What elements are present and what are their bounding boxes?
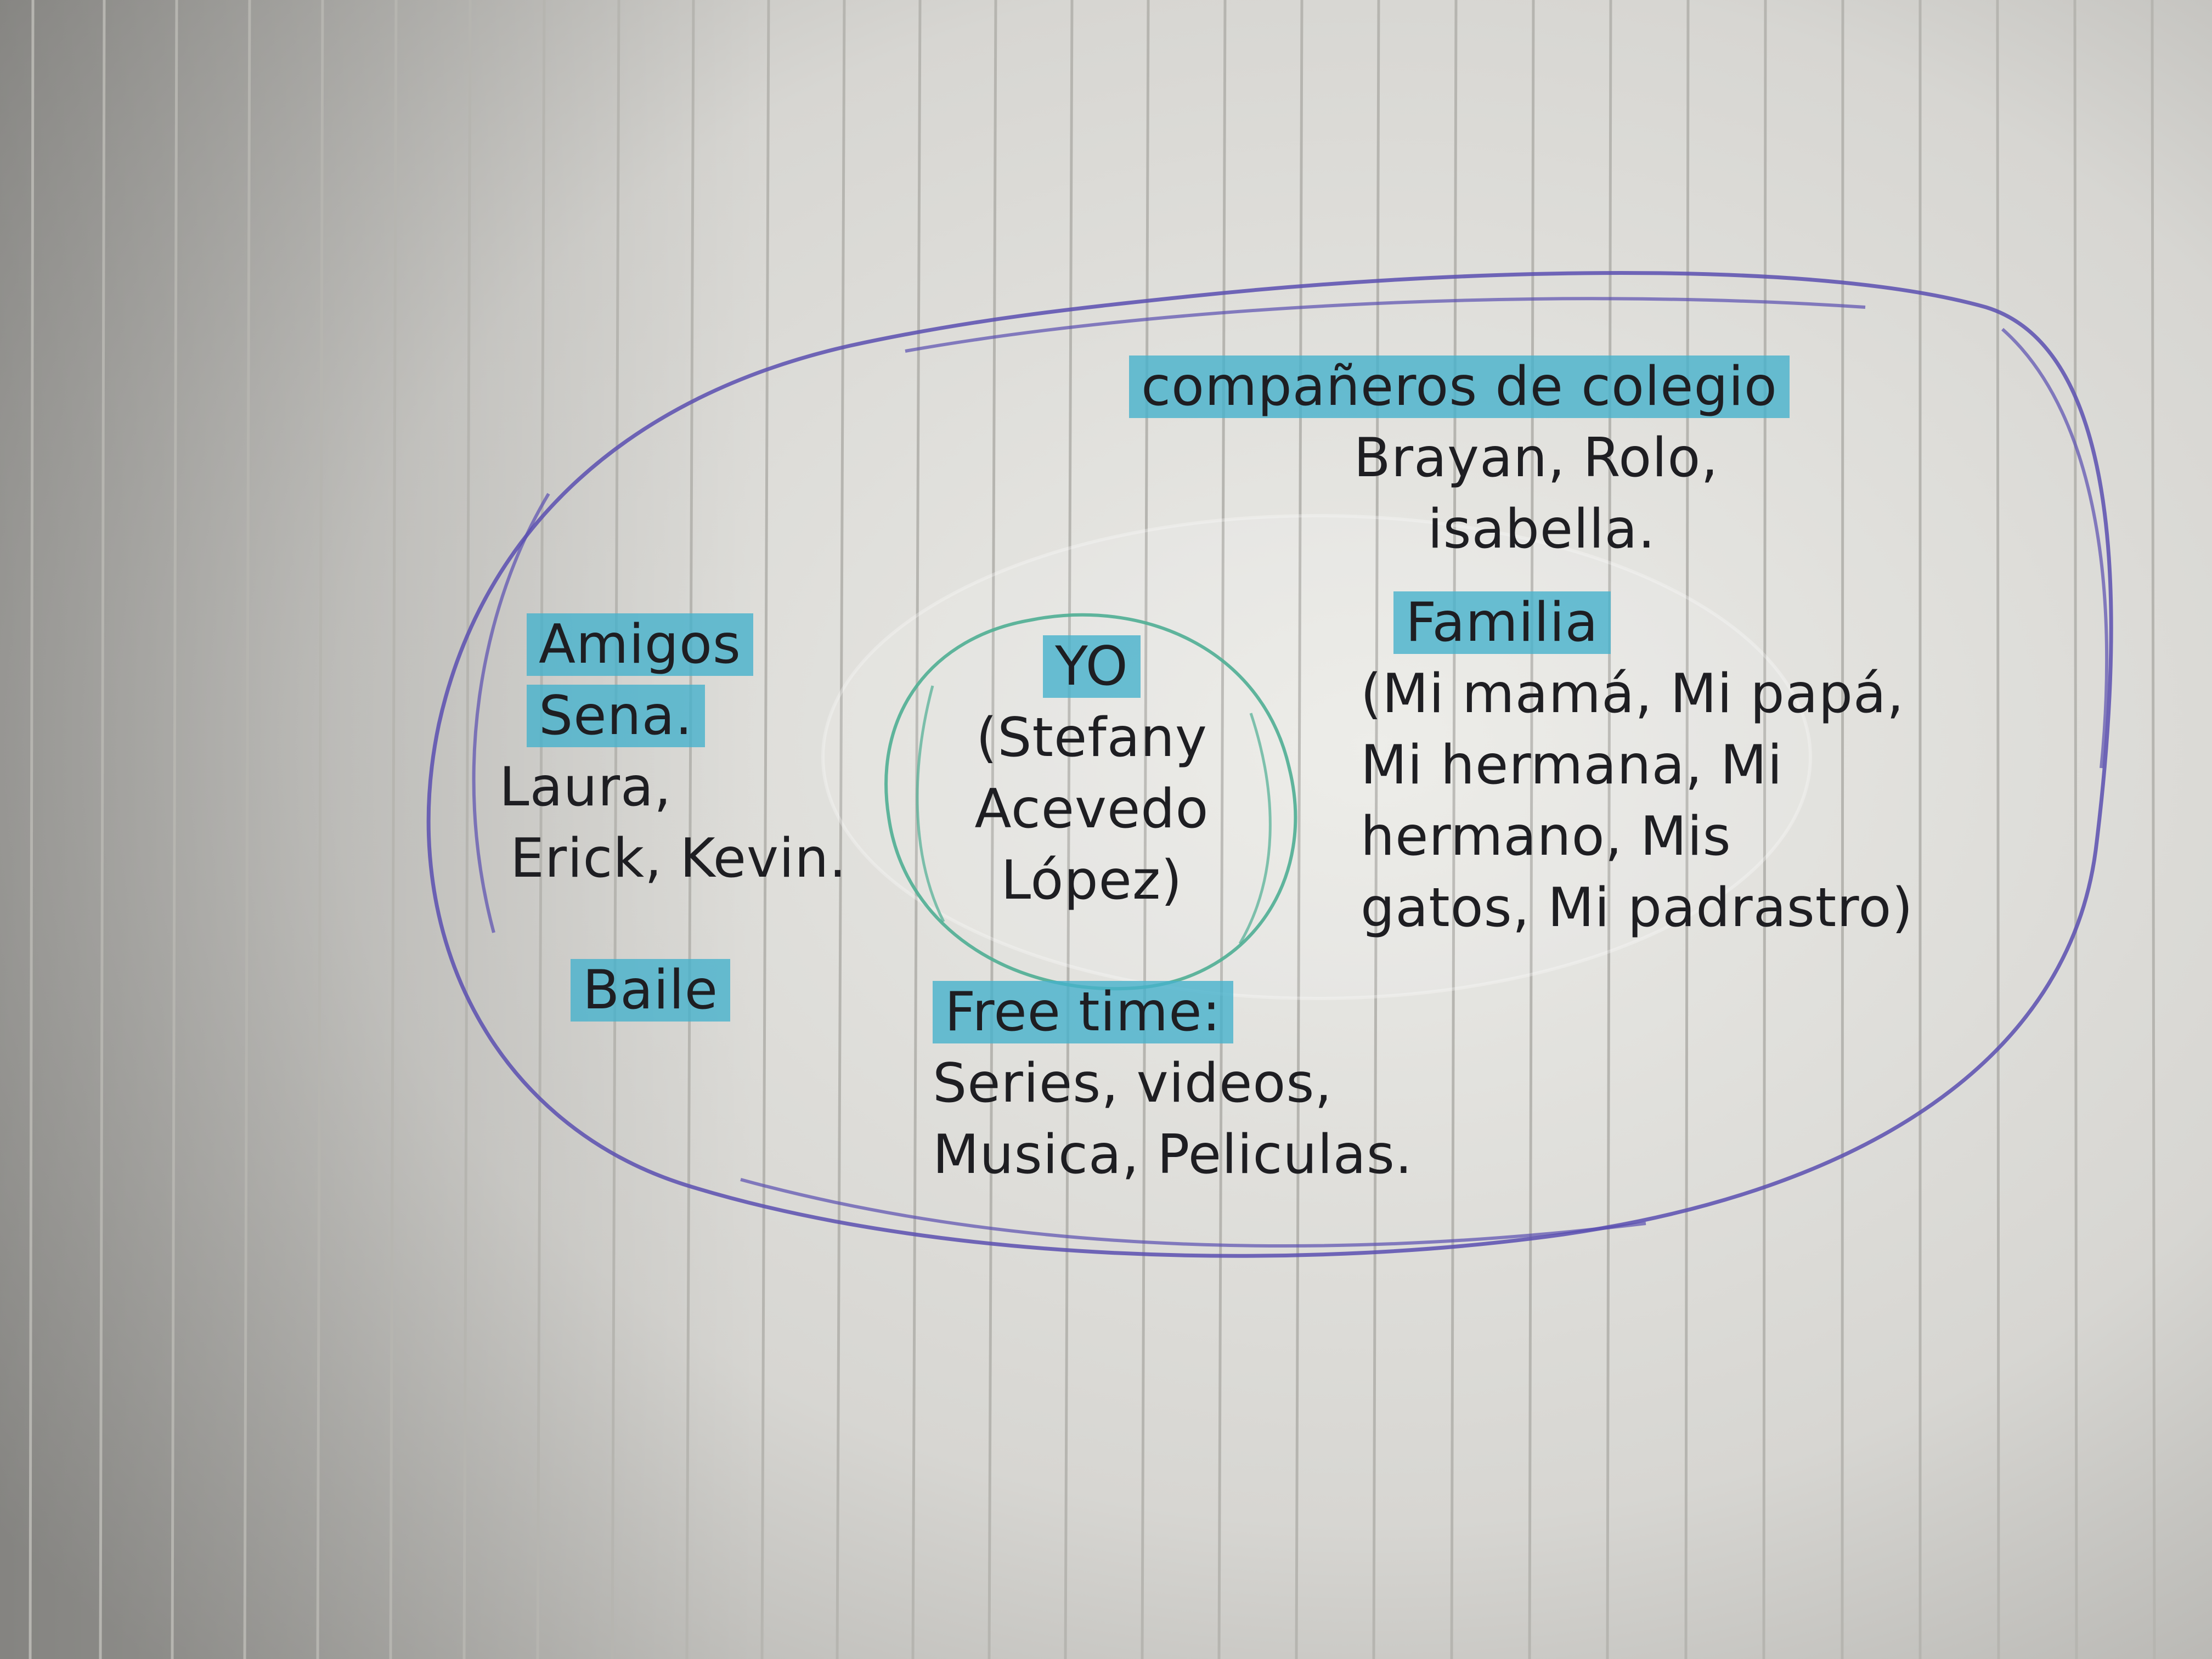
- familia-line-4: gatos, Mi padrastro): [1361, 877, 1914, 939]
- free-time-line-1: Series, videos,: [933, 1052, 1333, 1115]
- amigos-line-1: Laura,: [499, 756, 672, 819]
- heading-baile: Baile: [571, 959, 731, 1022]
- group-free-time: Free time: Series, videos, Musica, Pelic…: [933, 977, 1413, 1190]
- familia-line-3: hermano, Mis: [1361, 805, 1731, 868]
- familia-line-1: (Mi mamá, Mi papá,: [1361, 663, 1905, 725]
- heading-yo: YO: [1043, 635, 1141, 698]
- yo-line-3: López): [1001, 849, 1183, 912]
- group-companeros: compañeros de colegio Brayan, Rolo, isab…: [1059, 351, 1860, 565]
- group-familia: Familia (Mi mamá, Mi papá, Mi hermana, M…: [1361, 587, 1914, 944]
- ruled-lines: [29, 0, 2156, 1659]
- outer-circle-overdraw: [472, 297, 2109, 1248]
- group-baile: Baile: [571, 955, 731, 1026]
- group-amigos: Amigos Sena. Laura, Erick, Kevin.: [499, 609, 847, 894]
- companeros-line-1: Brayan, Rolo,: [1353, 427, 1719, 489]
- heading-sena: Sena.: [527, 685, 705, 747]
- heading-familia: Familia: [1393, 591, 1611, 654]
- familia-line-2: Mi hermana, Mi: [1361, 734, 1783, 797]
- heading-amigos: Amigos: [527, 613, 753, 676]
- yo-line-2: Acevedo: [974, 778, 1209, 840]
- yo-line-1: (Stefany: [976, 707, 1207, 769]
- amigos-line-2: Erick, Kevin.: [510, 827, 847, 890]
- free-time-line-2: Musica, Peliculas.: [933, 1124, 1413, 1186]
- inner-circle-overdraw: [916, 685, 1272, 945]
- heading-companeros: compañeros de colegio: [1129, 356, 1790, 418]
- heading-free-time: Free time:: [933, 981, 1233, 1043]
- companeros-line-2: isabella.: [1427, 498, 1656, 561]
- group-yo: YO (Stefany Acevedo López): [900, 631, 1284, 916]
- outer-circle: [426, 271, 2113, 1258]
